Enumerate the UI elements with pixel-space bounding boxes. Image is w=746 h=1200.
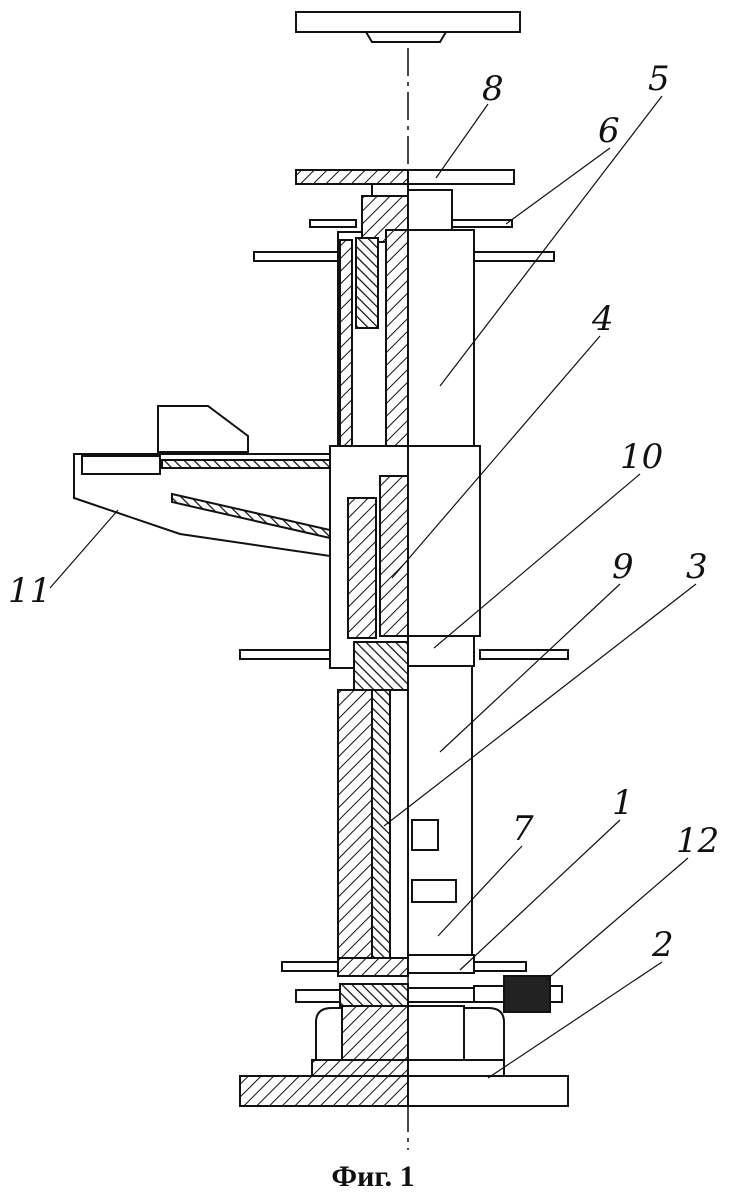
figure-caption: Фиг. 1 (331, 1160, 414, 1193)
part-12-fitting (295, 975, 563, 1013)
label-1: 1 (612, 783, 634, 823)
part-labels: 8 6 5 4 10 9 3 7 1 12 2 11 (8, 59, 719, 965)
label-3: 3 (686, 547, 708, 587)
label-4: 4 (591, 299, 614, 339)
label-6: 6 (598, 111, 620, 151)
label-5: 5 (648, 59, 670, 99)
part-11-tray (73, 405, 331, 558)
column-upper (337, 195, 475, 501)
label-12: 12 (676, 821, 719, 861)
top-plate (295, 11, 521, 43)
part-2-base-plate (239, 1075, 569, 1107)
part-7-ring (281, 954, 527, 977)
column-lower (337, 665, 473, 961)
label-8: 8 (482, 69, 504, 109)
column-middle (329, 445, 481, 691)
label-9: 9 (612, 547, 634, 587)
base-frame (311, 1005, 505, 1079)
label-2: 2 (651, 925, 674, 965)
label-11: 11 (8, 571, 51, 611)
leader-lines (49, 95, 697, 1079)
label-7: 7 (512, 809, 534, 849)
part-10-rods (239, 649, 569, 660)
label-10: 10 (620, 437, 663, 477)
